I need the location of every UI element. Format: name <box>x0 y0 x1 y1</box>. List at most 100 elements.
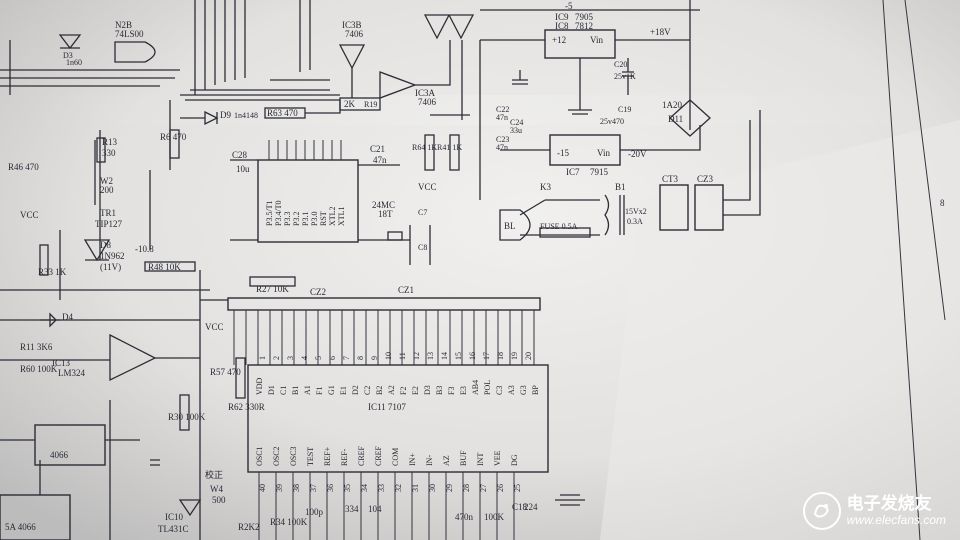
connector-row: R27 10K CZ2 CZ1 <box>200 276 541 365</box>
r63-label: R63 470 <box>267 108 298 118</box>
elecfans-logo-icon <box>802 492 841 530</box>
mcu-pin-label: XTL1 <box>337 206 346 226</box>
fuse-label: FUSE 0.5A <box>540 222 578 231</box>
ic7107-top-pin-label: B3 <box>435 386 444 395</box>
ic7107-top-pin-number: 7 <box>342 356 351 360</box>
d8-ref: D8 <box>100 240 111 250</box>
ic8-vin: Vin <box>590 35 603 45</box>
c22-ref: C22 <box>496 105 509 114</box>
ic7107-top-pin-number: 3 <box>286 356 295 360</box>
r46-label: R46 470 <box>8 162 39 172</box>
ic7107-top-pin-label: B1 <box>291 386 300 395</box>
r27-label: R27 10K <box>256 284 289 294</box>
ic3-gates: IC3B 7406 IC3A 7406 2K R19 <box>338 14 475 120</box>
ic7107-top-pin-label: A1 <box>303 385 312 395</box>
c18-ref: C18 <box>512 502 528 512</box>
c23-val: 47n <box>496 143 508 152</box>
ic7107-top-pin-number: 1 <box>258 356 267 360</box>
c19-ref: C19 <box>618 105 631 114</box>
c18-val: 224 <box>524 502 538 512</box>
d3-ref: D3 <box>63 51 73 60</box>
page-frame: 8 <box>882 0 946 540</box>
cz3-label: CZ3 <box>697 174 714 184</box>
power-supply: +12 Vin IC9 7905 IC8 7812 -5 +18V C20 25… <box>479 0 711 200</box>
ic7107-top-pin-label: F3 <box>447 387 456 395</box>
w2-val: 200 <box>100 185 114 195</box>
w4-val: 500 <box>212 495 226 505</box>
ic7107-bottom-pin-number: 28 <box>462 484 471 492</box>
r64-label: R64 1K <box>412 143 437 152</box>
c22-val: 47n <box>496 113 508 122</box>
r57-label: R57 470 <box>210 367 241 377</box>
adj-label: 校正 <box>205 469 223 480</box>
c23-ref: C23 <box>496 135 509 144</box>
ic7107-bottom-pin-label: IN- <box>425 455 434 466</box>
plus18-label: +18V <box>650 27 671 37</box>
c100p-label: 100p <box>305 507 324 517</box>
ic7107-top-pin-label: A3 <box>507 385 516 395</box>
c19-val: 25v470 <box>600 117 624 126</box>
ic7107-bottom-pin-number: 32 <box>394 484 403 492</box>
cz1-label: CZ1 <box>398 285 414 295</box>
ic7107-top-pin-label: D2 <box>351 385 360 395</box>
ic7107-label: IC11 7107 <box>368 402 406 412</box>
r60-label: R60 100K <box>20 364 58 374</box>
mcu-pin-label: P3.3 <box>283 212 292 226</box>
ic7107-top-pin-label: POL <box>483 380 492 395</box>
mcu-pin-label: P3.5/T1 <box>265 200 274 226</box>
r34-label: R34 100K <box>270 517 308 527</box>
r13-val: 330 <box>102 148 116 158</box>
c24-val: 33u <box>510 126 522 135</box>
ic3b-ref: IC3B <box>342 20 362 30</box>
ic7107-top-pin-label: G1 <box>327 385 336 395</box>
ic7107-top-pin-label: C2 <box>363 386 372 395</box>
c104-label: 104 <box>368 504 382 514</box>
ic7107-bottom-pin-label: BUF <box>459 450 468 466</box>
ic8-ref: IC8 <box>555 21 569 31</box>
ic7107-top-pin-label: A2 <box>387 385 396 395</box>
ic7107-bottom-pin-number: 39 <box>275 484 284 492</box>
crystal-label: 24MC <box>372 200 395 210</box>
ic7107-top-pin-label: VDD <box>255 377 264 395</box>
ic7107-top-pin-number: 2 <box>272 356 281 360</box>
watermark-cn: 电子发烧友 <box>846 493 932 514</box>
ic7107-bottom-pin-number: 36 <box>326 484 335 492</box>
ic7107-top-pin-label: C1 <box>279 386 288 395</box>
c28-val: 10u <box>236 164 250 174</box>
ic7107-bottom-pin-label: COM <box>391 448 400 466</box>
plug-label: BL <box>504 221 516 231</box>
top-left-logic: N2B 74LS00 D3 1n60 <box>0 0 340 101</box>
ic7107-bottom-pin-number: 31 <box>411 484 420 492</box>
watermark: 电子发烧友 www.elecfans.com <box>802 492 946 530</box>
r100k-label: 100K <box>484 512 505 522</box>
mcu-pin-label: P3.1 <box>301 212 310 226</box>
r19-label: R19 <box>364 100 377 109</box>
ic7107-top-pin-label: C3 <box>495 386 504 395</box>
ic7107-bottom-pin-number: 33 <box>377 484 386 492</box>
ic7107-bottom-pin-number: 38 <box>292 484 301 492</box>
ic13-type: LM324 <box>58 368 86 378</box>
ic5a-label: 5A 4066 <box>5 522 36 532</box>
neg5-label: -5 <box>565 1 573 11</box>
vcc-lower: VCC <box>205 322 224 332</box>
d9-type: 1n4148 <box>234 111 258 120</box>
cz2-label: CZ2 <box>310 287 326 297</box>
c21-val: 47n <box>373 155 387 165</box>
ic7107-top-pin-label: F2 <box>399 387 408 395</box>
r62-label: R62 330R <box>228 402 265 412</box>
bridge-label: 1A20 <box>662 100 682 110</box>
mains-input: BL K3 FUSE 0.5A B1 15Vx2 0.3A CT3 CZ3 <box>499 110 761 241</box>
ic7107-top-pin-number: 19 <box>510 352 519 360</box>
ic7107-top-pin-number: 13 <box>426 352 435 360</box>
ic7107-top-pin-number: 10 <box>384 352 393 360</box>
ic7107-bottom-pin-label: INT <box>476 453 485 466</box>
ic7107-top-pin-label: E1 <box>339 386 348 395</box>
lower-left: VCC R57 470 R62 330R R30 100K 4066 5A 40… <box>0 322 585 540</box>
ic7107-top-pin-label: G3 <box>519 385 528 395</box>
minus20-label: -20V <box>628 149 647 159</box>
ic3b-type: 7406 <box>345 29 364 39</box>
mcu-pin-label: P3.0 <box>310 212 319 226</box>
ic7-vin: Vin <box>597 148 610 158</box>
b1-label: B1 <box>615 182 626 192</box>
